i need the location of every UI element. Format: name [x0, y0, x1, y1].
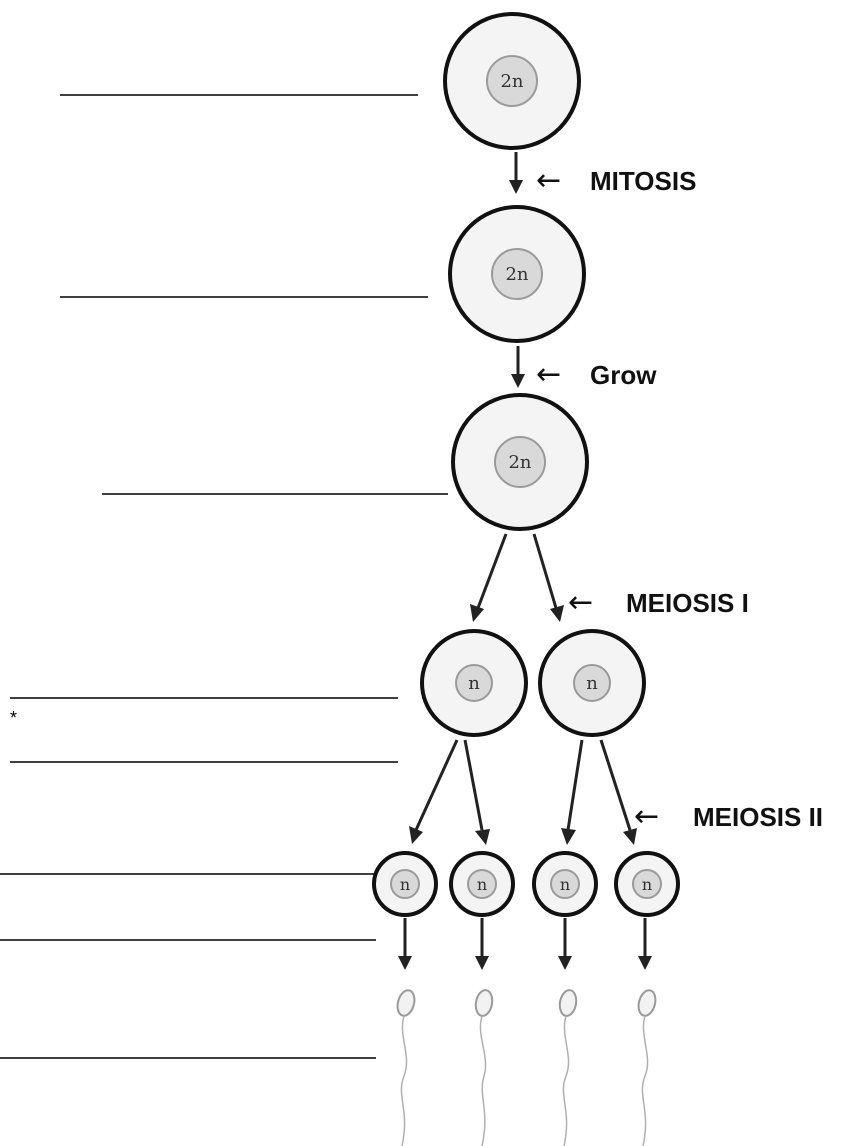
sperm-cell-1 [396, 989, 416, 1146]
cell-stage1: 2n [443, 12, 581, 150]
arrow-to-sperm-1 [398, 918, 412, 970]
arrow-stage3-to-stage4-right [532, 533, 564, 622]
meiosis2-arrow-glyph: ← [634, 799, 659, 834]
cell-stage4-right: n [538, 629, 646, 737]
cell-stage3-label: 2n [508, 452, 531, 473]
grow-arrow-glyph: ← [536, 357, 561, 392]
sperm-cell-2 [474, 989, 494, 1146]
cell-stage5-4: n [614, 851, 680, 917]
cell-stage5-3-label: n [560, 875, 570, 894]
cell-stage5-1-label: n [400, 875, 410, 894]
arrow-stage1-to-stage2 [509, 152, 523, 194]
cell-stage5-1: n [372, 851, 438, 917]
grow-label: Grow [590, 360, 657, 390]
arrow-stage3-to-stage4-left [470, 533, 508, 622]
step-grow: ← Grow [536, 357, 657, 392]
asterisk-mark: * [10, 708, 17, 728]
arrow-to-sperm-2 [475, 918, 489, 970]
step-mitosis: ← MITOSIS [536, 163, 696, 198]
mitosis-arrow-glyph: ← [536, 163, 561, 198]
arrows-stage4-left-split [409, 739, 490, 845]
meiosis1-arrow-glyph: ← [568, 585, 593, 620]
cell-stage3: 2n [451, 393, 589, 531]
sperm-cell-4 [637, 989, 657, 1146]
cell-stage2-label: 2n [505, 264, 528, 285]
step-meiosis1: ← MEIOSIS I [568, 585, 749, 620]
sperm-cell-3 [558, 989, 578, 1146]
cell-stage5-2: n [449, 851, 515, 917]
arrow-to-sperm-3 [558, 918, 572, 970]
meiosis2-label: MEIOSIS II [693, 802, 823, 832]
cell-stage1-label: 2n [500, 71, 523, 92]
cell-stage2: 2n [448, 205, 586, 343]
cell-stage4-right-label: n [586, 673, 598, 694]
cell-stage4-left: n [420, 629, 528, 737]
arrow-stage2-to-stage3 [511, 346, 525, 388]
arrows-stage4-right-split [561, 739, 637, 845]
meiosis1-label: MEIOSIS I [626, 588, 749, 618]
mitosis-label: MITOSIS [590, 166, 696, 196]
arrow-to-sperm-4 [638, 918, 652, 970]
cell-stage5-2-label: n [477, 875, 487, 894]
cell-stage4-left-label: n [468, 673, 480, 694]
step-meiosis2: ← MEIOSIS II [634, 799, 823, 834]
cell-stage5-4-label: n [642, 875, 652, 894]
cell-stage5-3: n [532, 851, 598, 917]
